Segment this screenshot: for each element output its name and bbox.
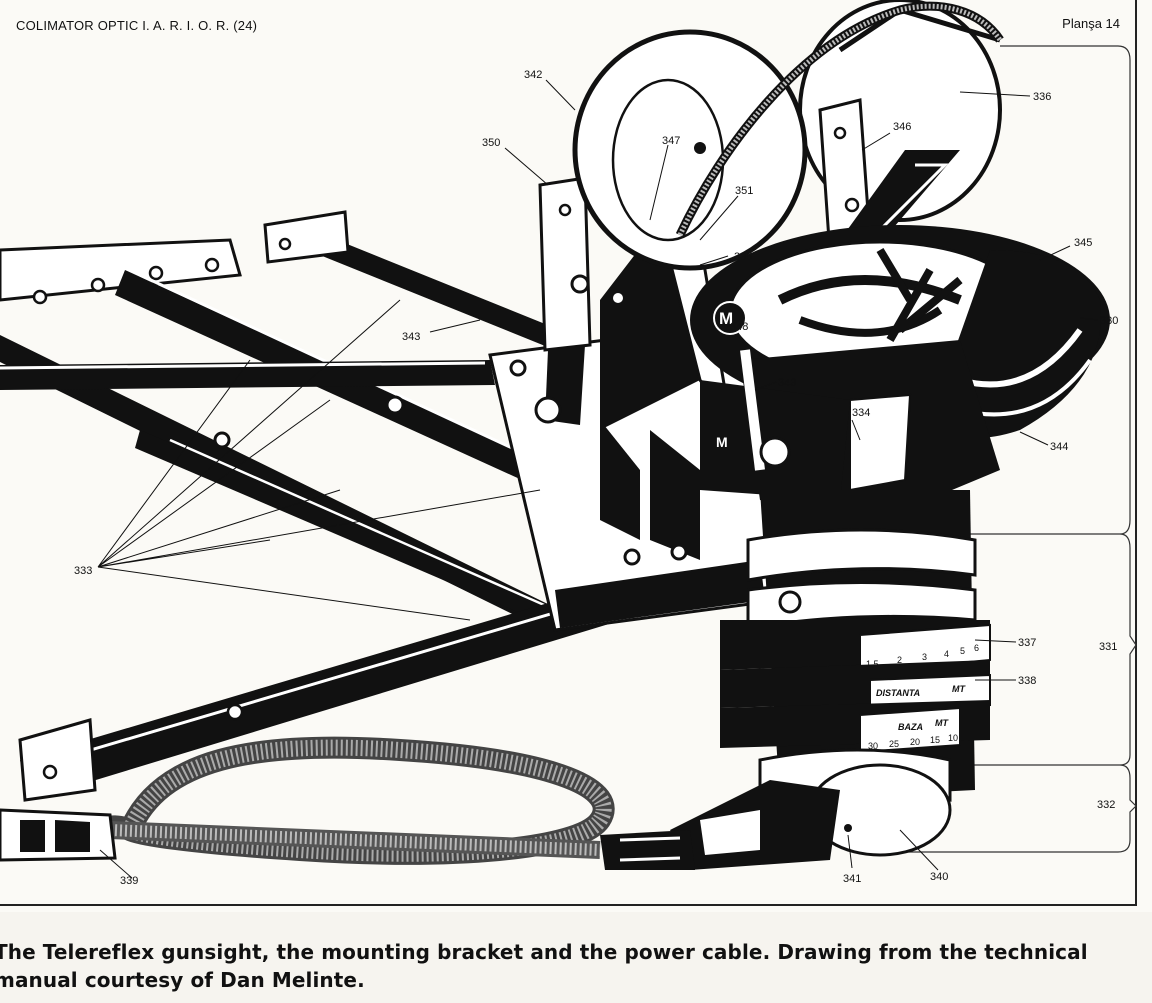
plate-number: Planşa 14 [1062, 16, 1120, 31]
mounting-frame [0, 210, 770, 802]
distance-tick-6: 6 [974, 643, 979, 653]
sight-column: 1,5 2 3 4 5 6 DISTANTA MT BAZA MT 30 25 … [720, 490, 991, 802]
upper-cable [675, 1, 1004, 237]
base-tick-25: 25 [889, 739, 899, 749]
distance-scale-unit: MT [952, 684, 966, 694]
callout-343-left: 343 [402, 331, 420, 343]
distance-tick-5: 5 [960, 646, 965, 656]
base-tick-10: 10 [948, 733, 958, 743]
callout-351: 351 [735, 185, 753, 197]
distance-tick-1: 1,5 [866, 659, 879, 669]
mark-m-upper: M [719, 309, 733, 328]
callout-345: 345 [1074, 237, 1092, 249]
callout-347: 347 [662, 135, 680, 147]
callout-340: 340 [930, 871, 948, 883]
distance-tick-2: 2 [897, 655, 902, 665]
base-scale-unit: MT [935, 718, 949, 728]
callout-348: 348 [730, 321, 748, 333]
cable-plug [0, 808, 117, 862]
base-tick-30: 30 [868, 741, 878, 751]
callout-334: 334 [852, 407, 870, 419]
mark-m-lower: M [716, 434, 728, 450]
power-cable [97, 736, 615, 865]
base-tick-20: 20 [910, 737, 920, 747]
callout-333: 333 [74, 565, 92, 577]
callout-338: 338 [1018, 675, 1036, 687]
plate-header: COLIMATOR OPTIC I. A. R. I. O. R. (24) [16, 18, 258, 33]
callout-343-right: 343 [778, 377, 796, 389]
plate-border [0, 0, 1137, 906]
callout-339: 339 [120, 875, 138, 887]
leader-lines [97, 79, 1099, 879]
lamp-housing [600, 763, 952, 870]
reflector-discs [572, 0, 1002, 271]
callout-344: 344 [1050, 441, 1068, 453]
base-tick-15: 15 [930, 735, 940, 745]
callout-350: 350 [482, 137, 500, 149]
distance-tick-3: 3 [922, 652, 927, 662]
callouts: 342 350 347 351 335 336 346 345 330 348 … [74, 69, 1118, 887]
plate: COLIMATOR OPTIC I. A. R. I. O. R. (24) P… [0, 0, 1137, 906]
gunsight-drawing: M M 1,5 2 3 4 5 6 DISTANTA MT BAZ [0, 0, 1137, 887]
callout-332: 332 [1097, 799, 1115, 811]
distance-scale-label: DISTANTA [876, 688, 920, 698]
callout-330: 330 [1100, 315, 1118, 327]
distance-tick-4: 4 [944, 649, 949, 659]
callout-337: 337 [1018, 637, 1036, 649]
base-scale-label: BAZA [898, 722, 923, 732]
figure-caption: The Telereflex gunsight, the mounting br… [0, 940, 1088, 992]
sight-head: M M [690, 225, 1110, 520]
callout-335: 335 [734, 251, 752, 263]
callout-336: 336 [1033, 91, 1051, 103]
callout-342: 342 [524, 69, 542, 81]
callout-331: 331 [1099, 641, 1117, 653]
callout-346: 346 [893, 121, 911, 133]
callout-341: 341 [843, 873, 861, 885]
